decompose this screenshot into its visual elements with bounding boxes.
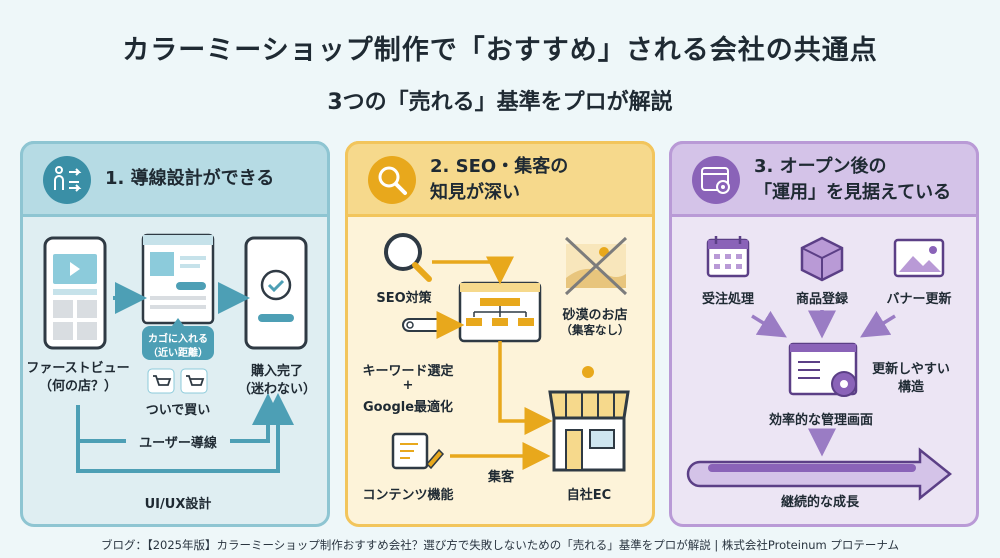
label-first-view-sub: （何の店？） [38,379,117,394]
label-google: Google最適化 [362,400,454,415]
label-plus: + [402,378,414,393]
label-desert-store: 砂漠のお店 [562,308,628,323]
label-cart-bubble: カゴに入れる [148,334,208,345]
label-product: 商品登録 [795,292,848,307]
cart-bubble [142,318,214,360]
page-title: カラーミーショップ制作で「おすすめ」される会社の共通点 [122,35,878,66]
sitemap-window [458,281,542,343]
label-growth: 継続的な成長 [780,495,859,510]
panel-heading: 3. オープン後の 「運用」を見据えている [754,154,974,206]
cart-icons [147,368,208,394]
calendar-icon [706,236,750,278]
settings-window-icon [692,156,740,204]
panel-heading: 1. 導線設計ができる [105,168,275,189]
desert-icon-crossed [564,236,628,296]
image-banner-icon [893,238,945,278]
panel-header: 1. 導線設計ができる [20,141,330,217]
panel-heading-line1: 3. オープン後の [754,156,887,177]
panel-heading-line2: 「運用」を見据えている [754,182,952,203]
storefront-icon [548,366,630,472]
label-attract: 集客 [487,470,514,485]
panel-header: 2. SEO・集客の 知見が深い [345,141,655,217]
label-admin: 効率的な管理画面 [768,413,873,428]
label-banner: バナー更新 [886,292,952,307]
footer-caption: ブログ：【2025年版】カラーミーショップ制作おすすめ会社？選び方で失敗しないた… [100,538,900,552]
label-purchase-done-sub: （迷わない） [237,382,316,397]
box-icon [800,236,844,282]
phone-purchase-complete [244,236,308,350]
panel-header: 3. オープン後の 「運用」を見据えている [669,141,979,217]
admin-screen-icon [788,342,858,397]
label-purchase-done: 購入完了 [250,364,303,379]
label-content: コンテンツ機能 [362,488,454,503]
panel-heading-line1: 2. SEO・集客の [430,156,569,177]
panel-heading: 2. SEO・集客の 知見が深い [430,154,650,206]
label-buy-along: ついで買い [145,403,211,418]
panel-heading-line2: 知見が深い [430,182,520,203]
page-product-view [141,233,215,325]
phone-first-view [43,236,107,350]
flow-arrows-panel3 [751,310,896,457]
label-keyword: キーワード選定 [362,364,454,379]
search-bar-icon [402,318,446,332]
growth-arrow [686,447,953,501]
magnifier-icon [384,233,432,282]
label-easy-update-sub: 構造 [897,380,924,395]
label-cart-bubble-sub: （近い距離） [148,348,208,359]
flow-icon [43,156,91,204]
flow-arrows-panel2 [432,256,553,470]
label-user-flow: ユーザー導線 [126,432,230,451]
label-order: 受注処理 [701,292,754,307]
label-easy-update: 更新しやすい [872,362,950,377]
search-icon [368,156,416,204]
content-editor-icon [391,432,445,470]
page-subtitle: 3つの「売れる」基準をプロが解説 [327,90,673,115]
label-desert-store-sub: （集客なし） [560,323,630,337]
label-uiux: UI/UX設計 [144,497,212,512]
label-seo: SEO対策 [376,291,432,306]
label-own-ec: 自社EC [566,488,612,503]
label-first-view: ファーストビュー [26,361,130,376]
